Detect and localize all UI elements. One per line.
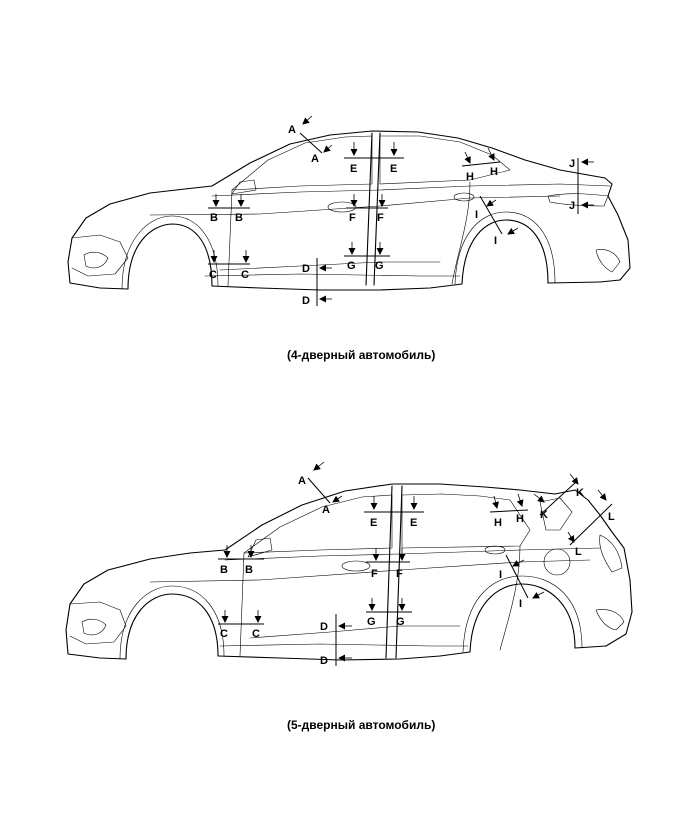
sedan-label-d1: D [302, 263, 310, 275]
hatch-label-f2: F [396, 568, 403, 580]
sedan-label-c2: C [241, 269, 249, 281]
sedan-label-a1: A [288, 124, 296, 136]
sedan-label-j2: J [569, 200, 575, 212]
sedan-label-g1: G [347, 260, 356, 272]
hatch-label-d1: D [320, 621, 328, 633]
hatch-label-c1: C [220, 628, 228, 640]
sedan-label-e1: E [350, 163, 357, 175]
sedan-cut-a [299, 132, 323, 154]
sedan-labels: A A E E H H J J B B F F I I C C G G D D [209, 124, 575, 307]
hatchback-drawing [65, 483, 633, 661]
caption-4-door: (4-дверный автомобиль) [287, 348, 436, 362]
sedan-label-f2: F [377, 212, 384, 224]
hatch-label-k2: K [576, 487, 584, 499]
hatch-label-b1: B [220, 564, 228, 576]
sedan-label-c1: C [209, 269, 217, 281]
sedan-label-b1: B [210, 212, 218, 224]
hatch-label-k1: K [540, 509, 548, 521]
hatch-label-c2: C [252, 628, 260, 640]
caption-5-door: (5-дверный автомобиль) [287, 718, 436, 732]
hatch-label-d2: D [320, 655, 328, 667]
hatchback-section-markers [218, 461, 613, 666]
hatch-label-g1: G [367, 616, 376, 628]
sedan-label-e2: E [390, 163, 397, 175]
sedan-label-i2: I [494, 235, 497, 247]
hatchback-cut-a [307, 477, 331, 504]
sedan-label-d2: D [302, 295, 310, 307]
hatch-label-f1: F [371, 568, 378, 580]
hatchback-labels: A A E E H H K K L L B B F F I I C C G G … [220, 475, 615, 667]
hatch-label-i1: I [499, 569, 502, 581]
sedan-label-g2: G [375, 260, 384, 272]
hatch-label-h2: H [516, 513, 524, 525]
hatch-label-g2: G [396, 616, 405, 628]
hatch-label-a1: A [298, 475, 306, 487]
hatch-label-e2: E [410, 517, 417, 529]
sedan-section-markers [208, 115, 594, 306]
sedan-label-a2: A [311, 153, 319, 165]
hatch-label-i2: I [519, 598, 522, 610]
sedan-label-b2: B [235, 212, 243, 224]
hatch-label-h1: H [494, 517, 502, 529]
hatch-label-b2: B [245, 564, 253, 576]
sedan-label-j1: J [569, 158, 575, 170]
hatch-label-l2: L [575, 546, 582, 558]
sedan-label-i1: I [475, 209, 478, 221]
sedan-label-h1: H [466, 171, 474, 183]
sedan-label-h2: H [490, 166, 498, 178]
hatch-label-l1: L [608, 511, 615, 523]
hatch-label-e1: E [370, 517, 377, 529]
sedan-label-f1: F [349, 212, 356, 224]
hatch-label-a2: A [322, 504, 330, 516]
